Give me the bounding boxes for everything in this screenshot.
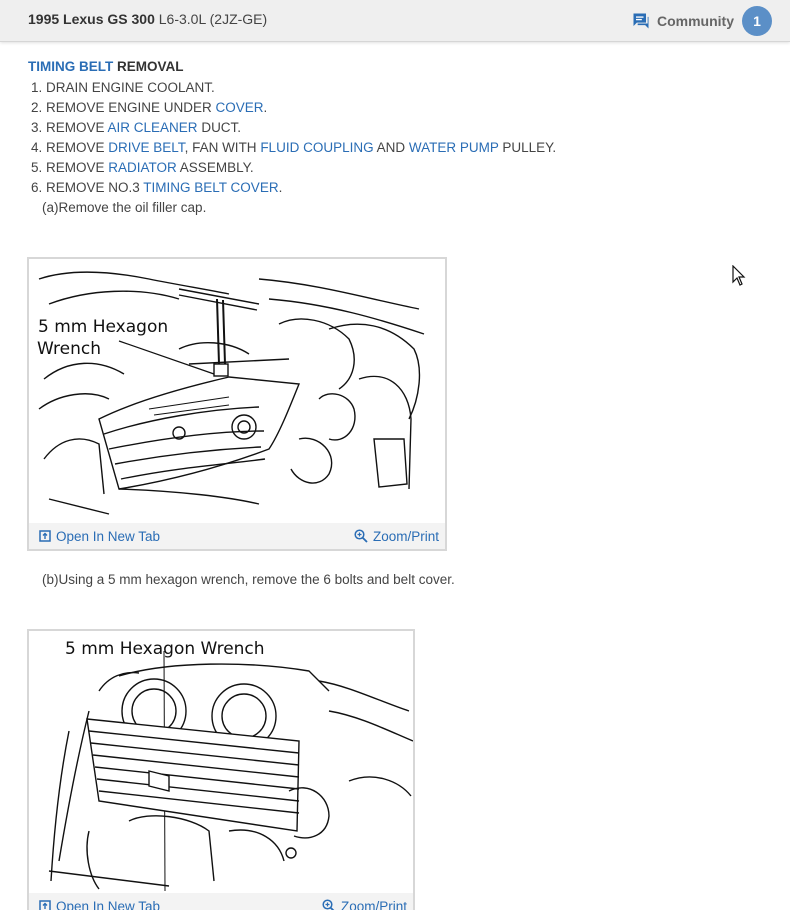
zoom-icon — [322, 899, 335, 910]
zoom-icon — [354, 529, 368, 543]
top-header: 1995 Lexus GS 300 L6-3.0L (2JZ-GE) Commu… — [0, 0, 790, 42]
step-4: 4. REMOVE DRIVE BELT, FAN WITH FLUID COU… — [28, 138, 768, 158]
figure1-zoom-label: Zoom/Print — [372, 528, 439, 544]
cover-link[interactable]: COVER — [215, 100, 264, 115]
step-4-mid1: , FAN WITH — [184, 140, 261, 155]
engine-cover-illustration[interactable]: 5 mm Hexagon Wrench — [29, 259, 445, 523]
section-title-rest: REMOVAL — [117, 59, 184, 74]
steps-list: 1. DRAIN ENGINE COOLANT. 2. REMOVE ENGIN… — [28, 78, 768, 198]
chat-icon — [633, 13, 649, 29]
community-count-badge: 1 — [742, 6, 772, 36]
figure2-open-new-tab[interactable]: Open In New Tab — [39, 899, 160, 910]
step-4-end: PULLEY. — [498, 140, 557, 155]
step-2-text: 2. REMOVE ENGINE UNDER — [31, 100, 216, 115]
figure2-zoom-label: Zoom/Print — [340, 898, 407, 910]
fluid-coupling-link[interactable]: FLUID COUPLING — [260, 140, 374, 155]
step-6-text: 6. REMOVE NO.3 — [31, 180, 144, 195]
step-6: 6. REMOVE NO.3 TIMING BELT COVER. — [28, 178, 768, 198]
community-label: Community — [657, 13, 734, 29]
figure-oil-filler-cap: 5 mm Hexagon Wrench Open In New Tab Zoom… — [27, 257, 447, 551]
step-6-end: . — [278, 180, 283, 195]
radiator-link[interactable]: RADIATOR — [108, 160, 177, 175]
step-4-mid2: AND — [373, 140, 409, 155]
timing-belt-link[interactable]: TIMING BELT — [28, 59, 114, 74]
figure1-toolbar: Open In New Tab Zoom/Print — [29, 523, 445, 549]
figure2-zoom-print[interactable]: Zoom/Print — [322, 899, 407, 910]
step-2-end: . — [263, 100, 268, 115]
figure2-label: 5 mm Hexagon Wrench — [65, 639, 265, 659]
procedure-content: TIMING BELT REMOVAL 1. DRAIN ENGINE COOL… — [28, 58, 768, 218]
figure1-zoom-print[interactable]: Zoom/Print — [354, 529, 439, 544]
figure1-label-line1: 5 mm Hexagon — [38, 317, 168, 337]
water-pump-link[interactable]: WATER PUMP — [408, 140, 499, 155]
vehicle-title: 1995 Lexus GS 300 L6-3.0L (2JZ-GE) — [28, 11, 267, 27]
step-5-end: ASSEMBLY. — [176, 160, 254, 175]
open-new-tab-icon — [39, 900, 51, 910]
note-b: (b)Using a 5 mm hexagon wrench, remove t… — [42, 572, 455, 587]
step-3-text: 3. REMOVE — [31, 120, 108, 135]
timing-belt-cover-link[interactable]: TIMING BELT COVER — [143, 180, 279, 195]
figure1-open-label: Open In New Tab — [56, 528, 161, 544]
air-cleaner-link[interactable]: AIR CLEANER — [107, 120, 198, 135]
vehicle-engine: L6-3.0L (2JZ-GE) — [158, 11, 268, 27]
vehicle-name: 1995 Lexus GS 300 — [28, 11, 155, 27]
step-1: 1. DRAIN ENGINE COOLANT. — [28, 78, 768, 98]
step-5: 5. REMOVE RADIATOR ASSEMBLY. — [28, 158, 768, 178]
step-2: 2. REMOVE ENGINE UNDER COVER. — [28, 98, 768, 118]
drive-belt-link[interactable]: DRIVE BELT — [108, 140, 185, 155]
belt-cover-illustration[interactable]: 5 mm Hexagon Wrench — [29, 631, 413, 893]
step-1-text: 1. DRAIN ENGINE COOLANT. — [31, 80, 215, 95]
step-4-text: 4. REMOVE — [31, 140, 109, 155]
figure1-label-line2: Wrench — [37, 339, 101, 359]
figure2-open-label: Open In New Tab — [56, 898, 161, 910]
figure-belt-cover: 5 mm Hexagon Wrench Open In New Tab Zoom… — [27, 629, 415, 910]
section-title: TIMING BELT REMOVAL — [28, 58, 768, 76]
step-3-end: DUCT. — [197, 120, 242, 135]
mouse-cursor-icon — [732, 265, 746, 286]
open-new-tab-icon — [39, 530, 51, 542]
figure2-toolbar: Open In New Tab Zoom/Print — [29, 893, 413, 910]
step-3: 3. REMOVE AIR CLEANER DUCT. — [28, 118, 768, 138]
community-button[interactable]: Community 1 — [631, 6, 772, 36]
note-a: (a)Remove the oil filler cap. — [42, 200, 207, 215]
step-5-text: 5. REMOVE — [31, 160, 109, 175]
figure1-open-new-tab[interactable]: Open In New Tab — [39, 529, 160, 544]
